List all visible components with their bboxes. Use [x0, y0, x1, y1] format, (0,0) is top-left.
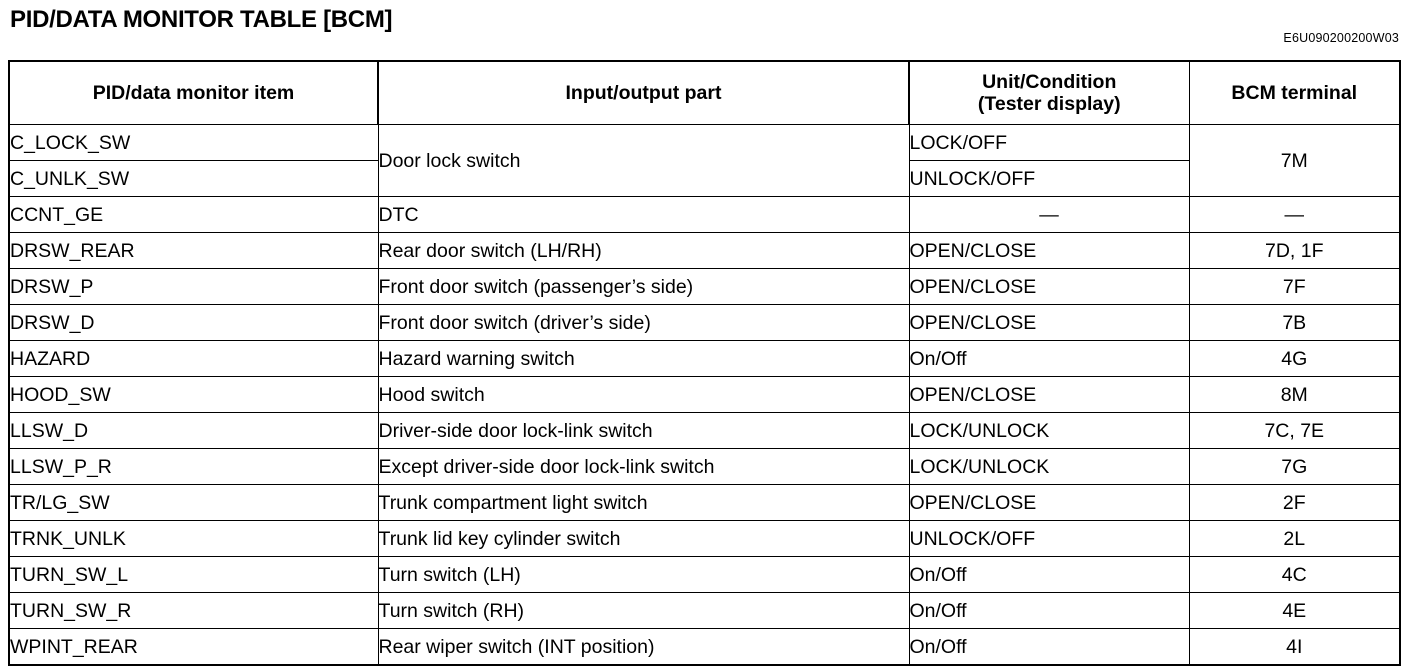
cell-unit-condition: LOCK/UNLOCK: [908, 412, 1190, 449]
cell-unit-condition: LOCK/UNLOCK: [908, 448, 1190, 485]
pid-data-monitor-table: PID/data monitor item Input/output part …: [8, 60, 1401, 666]
cell-pid-item: TRNK_UNLK: [8, 520, 379, 557]
cell-unit-condition: OPEN/CLOSE: [908, 304, 1190, 341]
cell-input-output-part: Hood switch: [377, 376, 910, 413]
cell-bcm-terminal: 8M: [1188, 376, 1401, 413]
cell-pid-item: DRSW_P: [8, 268, 379, 305]
cell-unit-condition: OPEN/CLOSE: [908, 232, 1190, 269]
cell-input-output-part: Hazard warning switch: [377, 340, 910, 377]
cell-pid-item: CCNT_GE: [8, 196, 379, 233]
cell-unit-condition: OPEN/CLOSE: [908, 484, 1190, 521]
cell-unit-condition: UNLOCK/OFF: [908, 520, 1190, 557]
column-header-unit-condition: Unit/Condition (Tester display): [908, 60, 1190, 125]
cell-unit-condition: OPEN/CLOSE: [908, 376, 1190, 413]
cell-pid-item: DRSW_D: [8, 304, 379, 341]
cell-bcm-terminal: 7D, 1F: [1188, 232, 1401, 269]
cell-bcm-terminal: 4G: [1188, 340, 1401, 377]
column-header-input-output-part: Input/output part: [377, 60, 910, 125]
cell-bcm-terminal: 7B: [1188, 304, 1401, 341]
cell-unit-condition: UNLOCK/OFF: [908, 160, 1190, 197]
cell-pid-item: TURN_SW_R: [8, 592, 379, 629]
cell-pid-item: LLSW_P_R: [8, 448, 379, 485]
cell-input-output-part: Driver-side door lock-link switch: [377, 412, 910, 449]
cell-bcm-terminal: 2F: [1188, 484, 1401, 521]
cell-input-output-part: Door lock switch: [377, 124, 910, 197]
cell-input-output-part: DTC: [377, 196, 910, 233]
cell-bcm-terminal: 4E: [1188, 592, 1401, 629]
cell-unit-condition: —: [908, 196, 1190, 233]
cell-bcm-terminal: 7F: [1188, 268, 1401, 305]
cell-input-output-part: Front door switch (passenger’s side): [377, 268, 910, 305]
table-row: C_UNLK_SW UNLOCK/OFF: [8, 160, 1400, 197]
column-header-unit-condition-line1: Unit/Condition: [982, 71, 1117, 93]
document-reference-code: E6U090200200W03: [1283, 31, 1399, 45]
cell-input-output-part: Turn switch (LH): [377, 556, 910, 593]
cell-bcm-terminal: 2L: [1188, 520, 1401, 557]
cell-input-output-part: Turn switch (RH): [377, 592, 910, 629]
table-header: PID/data monitor item Input/output part …: [8, 60, 1401, 125]
cell-bcm-terminal: 7C, 7E: [1188, 412, 1401, 449]
cell-bcm-terminal: 4I: [1188, 628, 1401, 666]
column-header-unit-condition-line2: (Tester display): [977, 93, 1121, 115]
cell-pid-item: C_UNLK_SW: [8, 160, 379, 197]
cell-bcm-terminal: 4C: [1188, 556, 1401, 593]
cell-input-output-part: Rear door switch (LH/RH): [377, 232, 910, 269]
cell-input-output-part: Except driver-side door lock-link switch: [377, 448, 910, 485]
cell-bcm-terminal: 7G: [1188, 448, 1401, 485]
column-header-pid-item: PID/data monitor item: [8, 60, 379, 125]
cell-pid-item: HOOD_SW: [8, 376, 379, 413]
cell-unit-condition: On/Off: [908, 628, 1190, 666]
cell-input-output-part: Rear wiper switch (INT position): [377, 628, 910, 666]
cell-unit-condition: LOCK/OFF: [908, 124, 1190, 161]
cell-bcm-terminal: —: [1188, 196, 1401, 233]
column-header-bcm-terminal: BCM terminal: [1188, 60, 1401, 125]
cell-pid-item: HAZARD: [8, 340, 379, 377]
cell-input-output-part: Trunk compartment light switch: [377, 484, 910, 521]
cell-pid-item: TURN_SW_L: [8, 556, 379, 593]
cell-pid-item: WPINT_REAR: [8, 628, 379, 666]
cell-input-output-part: Front door switch (driver’s side): [377, 304, 910, 341]
pid-data-monitor-table-container: PID/data monitor item Input/output part …: [8, 60, 1401, 666]
cell-pid-item: C_LOCK_SW: [8, 124, 379, 161]
cell-pid-item: LLSW_D: [8, 412, 379, 449]
page-title: PID/DATA MONITOR TABLE [BCM]: [10, 6, 393, 33]
cell-pid-item: TR/LG_SW: [8, 484, 379, 521]
cell-unit-condition: On/Off: [908, 340, 1190, 377]
cell-unit-condition: On/Off: [908, 592, 1190, 629]
cell-bcm-terminal: 7M: [1188, 124, 1401, 197]
cell-unit-condition: OPEN/CLOSE: [908, 268, 1190, 305]
cell-unit-condition: On/Off: [908, 556, 1190, 593]
cell-input-output-part: Trunk lid key cylinder switch: [377, 520, 910, 557]
cell-pid-item: DRSW_REAR: [8, 232, 379, 269]
table-header-row: PID/data monitor item Input/output part …: [8, 60, 1401, 125]
